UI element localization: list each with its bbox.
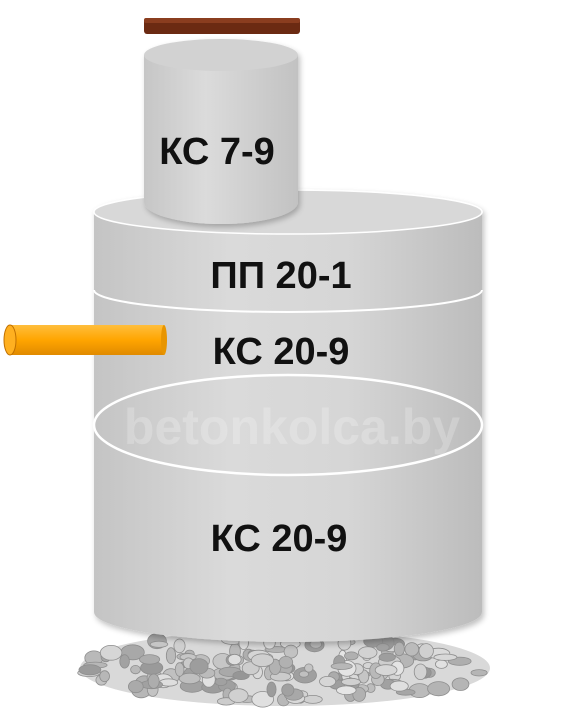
gravel-base-icon <box>77 630 490 708</box>
gravel-stone <box>319 676 337 688</box>
gravel-stone <box>434 659 448 669</box>
gravel-stone <box>165 647 177 665</box>
gravel-stone <box>281 683 295 697</box>
gravel-stone <box>358 646 378 659</box>
gravel-stone <box>147 673 160 689</box>
gravel-stone <box>393 641 405 657</box>
watermark: betonkolca.by <box>124 399 460 455</box>
gravel-stone <box>336 685 357 695</box>
manhole-lid-icon <box>144 18 300 34</box>
gravel-stone <box>418 643 434 659</box>
gravel-stone <box>389 680 409 692</box>
gravel-stone <box>130 664 141 675</box>
slab-ring-joint <box>93 289 483 313</box>
gravel-stone <box>178 672 201 685</box>
gravel-stone <box>302 695 323 704</box>
gravel-stone <box>250 653 274 667</box>
gravel-stone <box>228 688 249 703</box>
gravel-stone <box>128 680 144 694</box>
top-ring-label: КС 7-9 <box>159 131 275 173</box>
gravel-stone <box>266 681 277 698</box>
gravel-stone <box>341 677 361 686</box>
gravel-stone <box>278 655 294 669</box>
gravel-stone <box>427 681 451 697</box>
gravel-stone <box>78 664 102 676</box>
gravel-stone <box>99 670 110 683</box>
gravel-stone <box>139 654 161 665</box>
gravel-stone <box>451 677 470 691</box>
slab-label: ПП 20-1 <box>210 255 351 297</box>
middle-ring-joint <box>92 373 484 477</box>
gravel-stone <box>214 677 228 687</box>
gravel-stone <box>330 662 353 670</box>
gravel-stone <box>149 640 169 648</box>
inlet-pipe-icon <box>3 324 167 356</box>
gravel-stone <box>378 652 396 662</box>
gravel-stone <box>374 664 398 676</box>
gravel-stone <box>227 653 242 666</box>
gravel-stone <box>376 643 390 652</box>
gravel-stone <box>99 644 123 661</box>
gravel-stone <box>433 653 458 661</box>
middle-ring-label: КС 20-9 <box>213 331 350 373</box>
gravel-stone <box>298 670 309 678</box>
bottom-ring-label: КС 20-9 <box>211 518 348 560</box>
gravel-stone <box>404 642 420 657</box>
gravel-stone <box>174 662 185 677</box>
gravel-stone <box>189 658 209 675</box>
gravel-stone <box>413 663 428 681</box>
gravel-stone <box>470 669 488 677</box>
gravel-stone <box>344 651 359 661</box>
gravel-stone <box>119 654 130 669</box>
gravel-stone <box>304 663 314 673</box>
gravel-stone <box>251 691 275 708</box>
gravel-stone <box>173 638 186 654</box>
neck-ring <box>144 39 298 224</box>
